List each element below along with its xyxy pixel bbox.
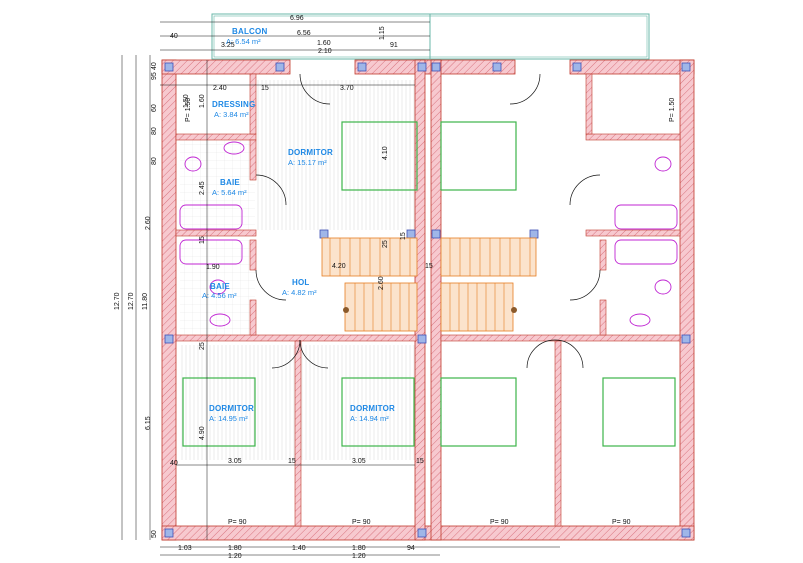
- dim-top-6-96: 6.96: [290, 15, 304, 22]
- dim-left-80b: 80: [151, 157, 158, 165]
- dim-top-40: 40: [170, 33, 178, 40]
- dim-left-50: 50: [151, 530, 158, 538]
- stair-treads: [329, 238, 531, 331]
- room-name-balcon: BALCON: [232, 27, 267, 36]
- dim-inner-3-05b: 3.05: [352, 458, 366, 465]
- floor-fill: [180, 80, 416, 460]
- door-label-2: P= 90: [352, 519, 371, 526]
- door-swings: [255, 73, 601, 369]
- dim-inner-15: 15: [400, 232, 407, 240]
- room-name-dormitor-top: DORMITOR: [288, 148, 333, 157]
- dim-top-91: 91: [390, 42, 398, 49]
- door-label-3: P= 90: [490, 519, 509, 526]
- door-labels: P= 90 P= 90 P= 90 P= 90: [228, 519, 631, 526]
- dim-left-2-45: 2.45: [199, 181, 206, 195]
- room-area-dormitor-br: A: 14.94 m²: [350, 414, 389, 423]
- dim-inner-4-20: 4.20: [332, 263, 346, 270]
- dim-top-2-10: 2.10: [318, 48, 332, 55]
- room-area-dormitor-top: A: 15.17 m²: [288, 158, 327, 167]
- dim-left-12-70b: 12.70: [128, 292, 135, 310]
- dim-left-1-90: 1.90: [206, 264, 220, 271]
- dim-bottom-1-20b: 1.20: [352, 553, 366, 560]
- dim-inner-25: 25: [382, 240, 389, 248]
- door-label-4: P= 90: [612, 519, 631, 526]
- room-name-dressing: DRESSING: [212, 100, 255, 109]
- dim-bottom-1-20a: 1.20: [228, 553, 242, 560]
- dim-bottom-1-03: 1.03: [178, 545, 192, 552]
- dim-inner-p150a: P= 1.50: [185, 98, 192, 122]
- dim-left-95: 95: [151, 72, 158, 80]
- columns: [164, 62, 691, 538]
- dim-inner-15b: 15: [416, 458, 424, 465]
- dim-top-3-70: 3.70: [340, 85, 354, 92]
- dim-left-40b: 40: [170, 460, 178, 467]
- dim-inner-p150b: P= 1.50: [669, 98, 676, 122]
- stair-posts: [343, 307, 517, 313]
- room-area-baie-bottom: A: 4.56 m²: [202, 291, 237, 300]
- dim-left-2-60: 2.60: [145, 216, 152, 230]
- dim-top-1-15: 1.15: [379, 26, 386, 40]
- dim-bottom-94: 94: [407, 545, 415, 552]
- exterior-walls: [161, 59, 695, 541]
- door-label-1: P= 90: [228, 519, 247, 526]
- sanitary-fixtures: [179, 141, 678, 327]
- dim-inner-15b: 15: [425, 263, 433, 270]
- room-name-baie-bottom: BAIE: [210, 282, 230, 291]
- dim-left-40: 40: [151, 62, 158, 70]
- dim-inner-15a: 15: [288, 458, 296, 465]
- dim-left-4-90: 4.90: [199, 426, 206, 440]
- dim-bottom-1-80a: 1.80: [228, 545, 242, 552]
- interior-walls: [175, 73, 681, 527]
- room-area-balcon: A: 6.54 m²: [226, 37, 261, 46]
- dim-left-1-50: 1.50: [183, 94, 190, 108]
- room-area-hol: A: 4.82 m²: [282, 288, 317, 297]
- dim-inner-2-60: 2.60: [378, 276, 385, 290]
- dim-inner-1-60: 1.60: [199, 94, 206, 108]
- dim-top-6-56: 6.56: [297, 30, 311, 37]
- beds: [182, 121, 676, 447]
- dim-left-25: 25: [199, 342, 206, 350]
- dim-left-6-15: 6.15: [145, 416, 152, 430]
- room-name-baie-top: BAIE: [220, 178, 240, 187]
- room-name-hol: HOL: [292, 278, 310, 287]
- room-name-dormitor-bl: DORMITOR: [209, 404, 254, 413]
- dim-left-60: 60: [151, 104, 158, 112]
- dim-inner-4-10: 4.10: [382, 146, 389, 160]
- room-labels: BALCON A: 6.54 m² DRESSING A: 3.84 m² DO…: [202, 27, 395, 423]
- dim-left-11-80: 11.80: [142, 293, 149, 310]
- room-name-dormitor-br: DORMITOR: [350, 404, 395, 413]
- room-area-dormitor-bl: A: 14.95 m²: [209, 414, 248, 423]
- dimension-lines: [121, 21, 560, 556]
- dim-bottom-1-80b: 1.80: [352, 545, 366, 552]
- dim-left-12-70a: 12.70: [114, 292, 121, 310]
- dim-inner-3-05a: 3.05: [228, 458, 242, 465]
- dim-left-15: 15: [199, 236, 206, 244]
- room-area-baie-top: A: 5.64 m²: [212, 188, 247, 197]
- balcony: [211, 13, 650, 60]
- dimension-texts: 6.96 6.56 1.60 2.10 3.25 91 40 1.15 2.40…: [114, 15, 676, 560]
- room-area-dressing: A: 3.84 m²: [214, 110, 249, 119]
- dim-bottom-1-40: 1.40: [292, 545, 306, 552]
- dim-top-1-60: 1.60: [317, 40, 331, 47]
- dim-top-2-40: 2.40: [213, 85, 227, 92]
- dim-top-3-25: 3.25: [221, 42, 235, 49]
- dim-top-15: 15: [261, 85, 269, 92]
- dim-left-80a: 80: [151, 127, 158, 135]
